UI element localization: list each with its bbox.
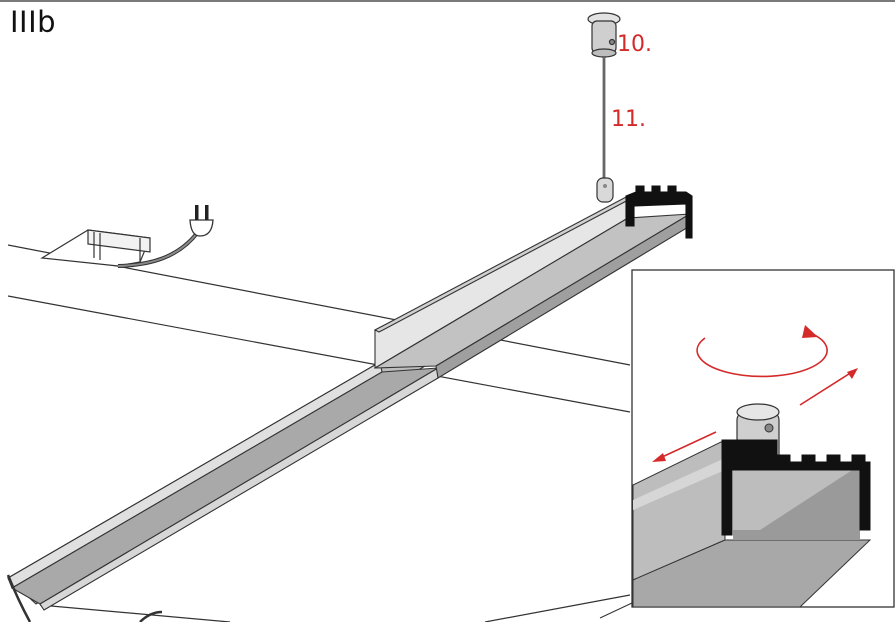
callout-11: 11. xyxy=(611,107,646,132)
top-rule xyxy=(0,0,895,2)
callout-10: 10. xyxy=(617,32,652,57)
detail-inset xyxy=(631,269,895,608)
rotation-arrow-icon xyxy=(696,331,828,378)
power-plug-icon xyxy=(117,205,214,268)
bottom-cable xyxy=(6,574,163,622)
slide-arrow-icon xyxy=(799,371,853,406)
lamp-profile-right xyxy=(373,185,693,379)
junction-box-icon xyxy=(40,229,151,267)
inset-leader-lines xyxy=(599,602,633,619)
step-title: IIIb xyxy=(10,5,57,39)
lamp-profile-left xyxy=(7,357,439,611)
suspension-wire-icon xyxy=(596,56,614,203)
ceiling-canopy-icon xyxy=(587,12,621,58)
